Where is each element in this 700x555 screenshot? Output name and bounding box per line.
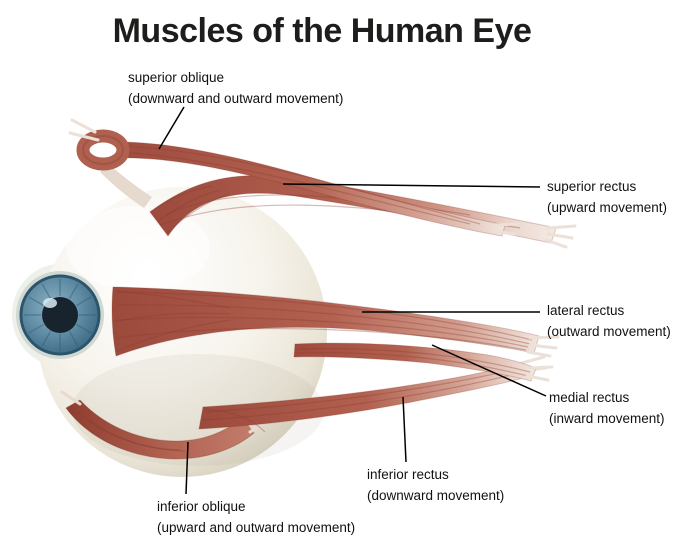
superior-oblique-muscle [68, 118, 520, 237]
muscle-name: medial rectus [549, 390, 630, 405]
medial-rectus-leader-line [431, 344, 547, 397]
label-medial-rectus: medial rectus (inward movement) [549, 388, 665, 430]
muscle-movement: (inward movement) [549, 410, 665, 426]
label-lateral-rectus: lateral rectus (outward movement) [547, 301, 671, 343]
inferior-rectus-leader-line [402, 396, 407, 463]
muscle-movement: (upward and outward movement) [157, 519, 356, 535]
page-title: Muscles of the Human Eye [112, 12, 532, 50]
muscle-name: inferior rectus [367, 467, 449, 482]
muscle-movement: (downward movement) [367, 487, 505, 503]
muscle-name: lateral rectus [547, 303, 625, 318]
muscle-name: superior rectus [547, 179, 637, 194]
iris-spokes [24, 279, 96, 351]
superior-oblique-leader-line [158, 106, 185, 150]
superior-rectus-leader-line [282, 183, 541, 188]
trochlea-loop [76, 129, 130, 171]
iris [16, 271, 104, 359]
label-inferior-oblique: inferior oblique (upward and outward mov… [157, 497, 355, 539]
leader-lines [158, 106, 547, 495]
pupil-highlight [43, 298, 57, 308]
label-inferior-rectus: inferior rectus (downward movement) [367, 465, 504, 507]
sphere-highlight [66, 206, 210, 290]
muscle-movement: (upward movement) [547, 199, 668, 215]
label-superior-rectus: superior rectus (upward movement) [547, 177, 667, 219]
muscle-movement: (downward and outward movement) [128, 90, 344, 106]
muscle-name: inferior oblique [157, 499, 246, 514]
muscle-name: superior oblique [128, 70, 225, 85]
lateral-rectus-muscle [111, 286, 560, 358]
medial-rectus-muscle [293, 342, 554, 382]
label-superior-oblique: superior oblique (downward and outward m… [128, 68, 343, 110]
muscle-movement: (outward movement) [547, 323, 671, 339]
inferior-oblique-leader-line [185, 441, 189, 495]
inferior-oblique-muscle [60, 390, 270, 460]
